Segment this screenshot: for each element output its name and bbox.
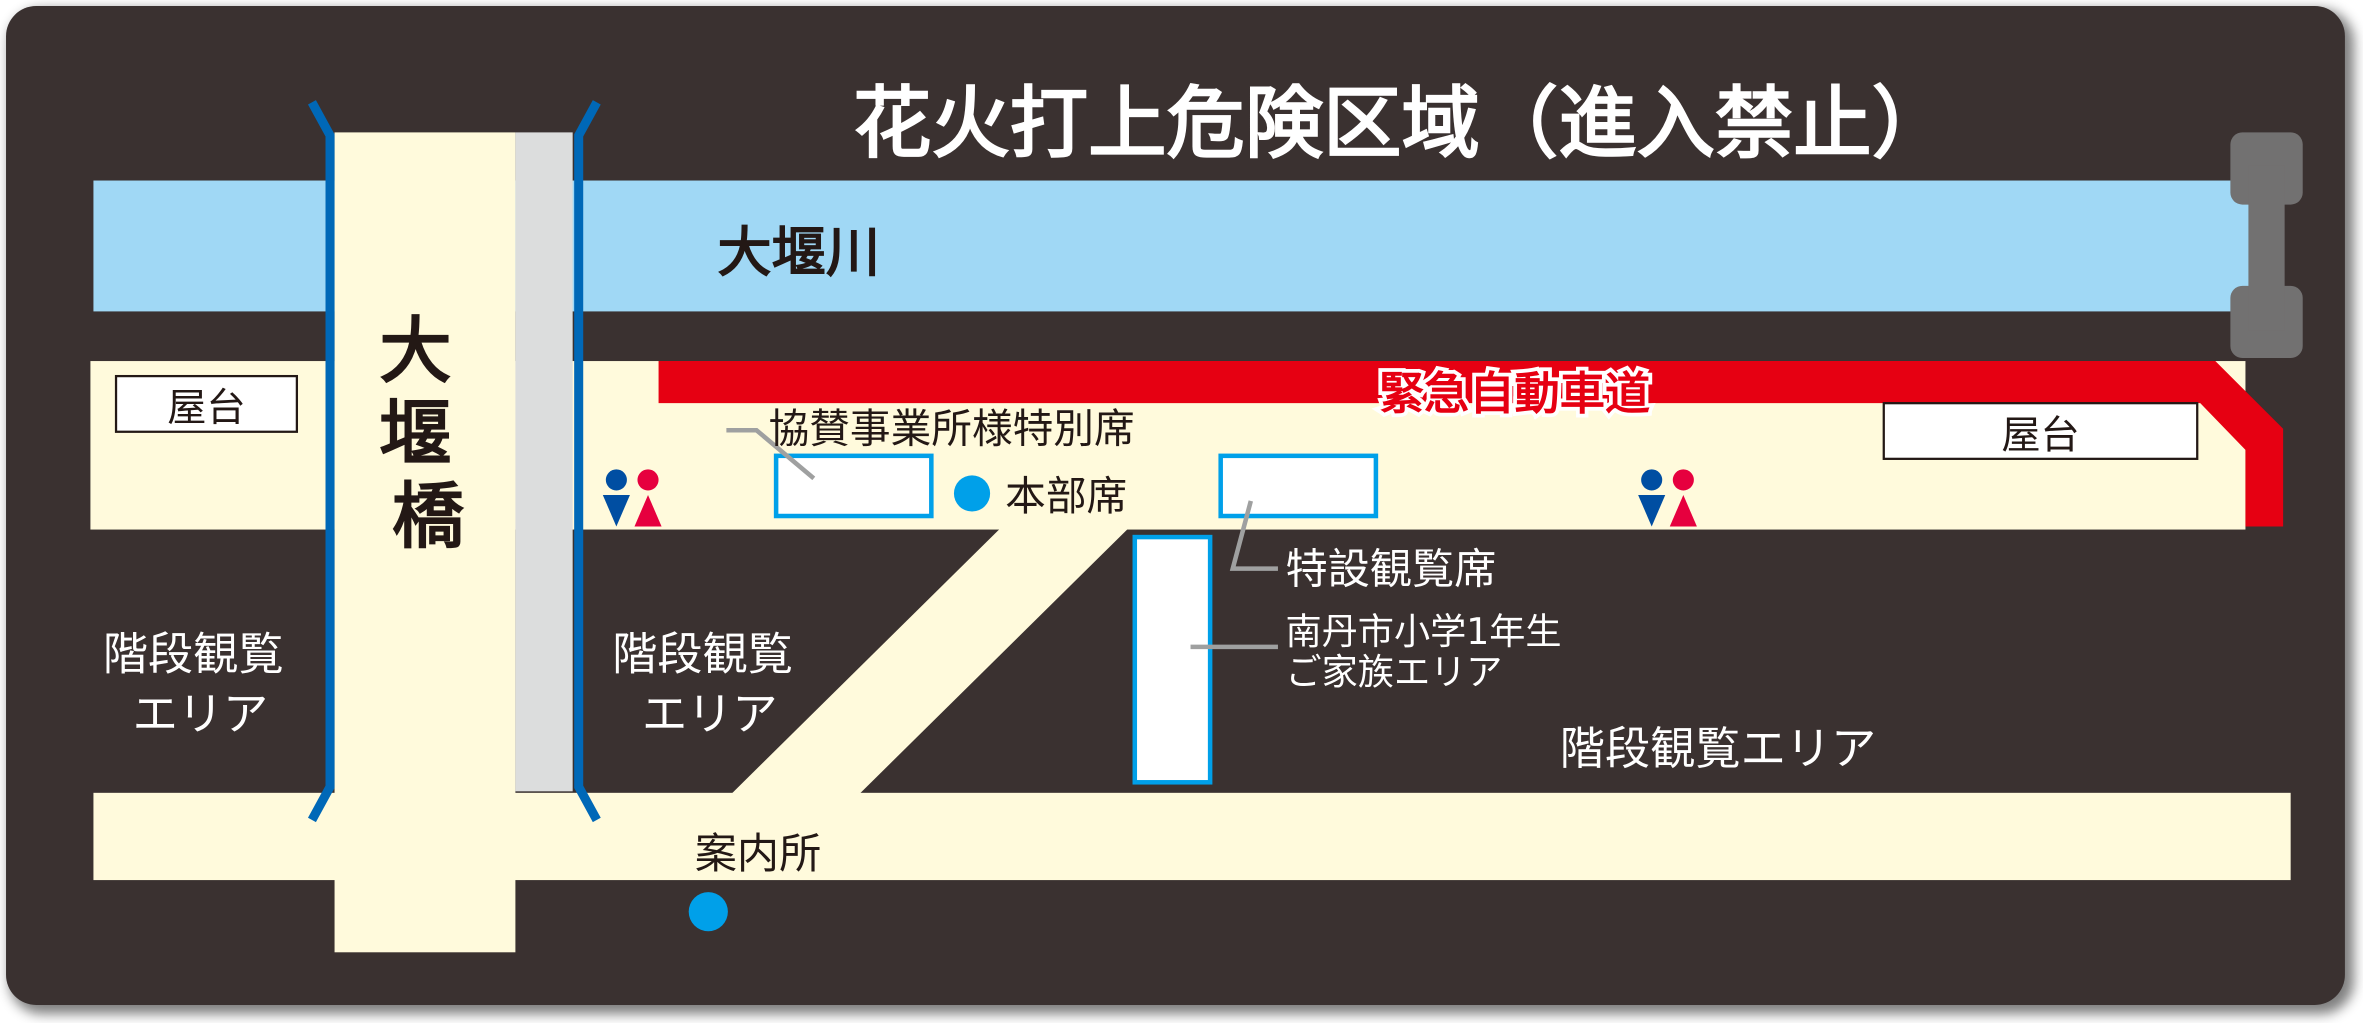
diagonal-path xyxy=(730,526,1131,795)
stall-right xyxy=(1882,402,2199,460)
map-title: 花火打上危険区域（進入禁止） xyxy=(853,79,1950,170)
family-area-label: 南丹市小学1年生 ご家族エリア xyxy=(1285,610,1573,694)
info-dot-icon xyxy=(688,892,728,932)
stair-area-mid-label: 階段観覧 エリア xyxy=(612,627,807,740)
info-desk-label: 案内所 xyxy=(695,829,822,878)
dam-icon xyxy=(2230,132,2303,359)
restroom-icon xyxy=(1638,469,1697,527)
hq-seats-label: 本部席 xyxy=(1005,472,1127,520)
stair-area-right-label: 階段観覧エリア xyxy=(1560,722,1876,775)
bridge-rail xyxy=(307,100,601,823)
hq-dot-icon xyxy=(953,475,991,512)
special-seats-label: 特設観覧席 xyxy=(1285,545,1496,594)
bridge-label: 大 堰 橋 xyxy=(379,310,477,559)
stair-area-left-label: 階段観覧 エリア xyxy=(103,627,298,740)
restroom-icon xyxy=(602,469,662,527)
family-area-box xyxy=(1132,534,1213,785)
stall-right-label: 屋台 xyxy=(2001,413,2079,458)
bridge xyxy=(334,132,516,953)
sponsor-seat-box xyxy=(773,453,934,519)
river-label: 大堰川 xyxy=(717,221,880,284)
stall-left xyxy=(114,374,299,433)
emergency-road xyxy=(658,361,2284,527)
stall-left-label: 屋台 xyxy=(167,386,245,431)
special-seat-box xyxy=(1218,453,1379,519)
leader-lines xyxy=(726,428,1278,650)
sponsor-seats-label: 協賛事業所様特別席 xyxy=(769,404,1135,452)
emergency-road-label: 緊急自動車道 xyxy=(1379,367,1650,420)
bridge-sidewalk xyxy=(515,132,573,792)
